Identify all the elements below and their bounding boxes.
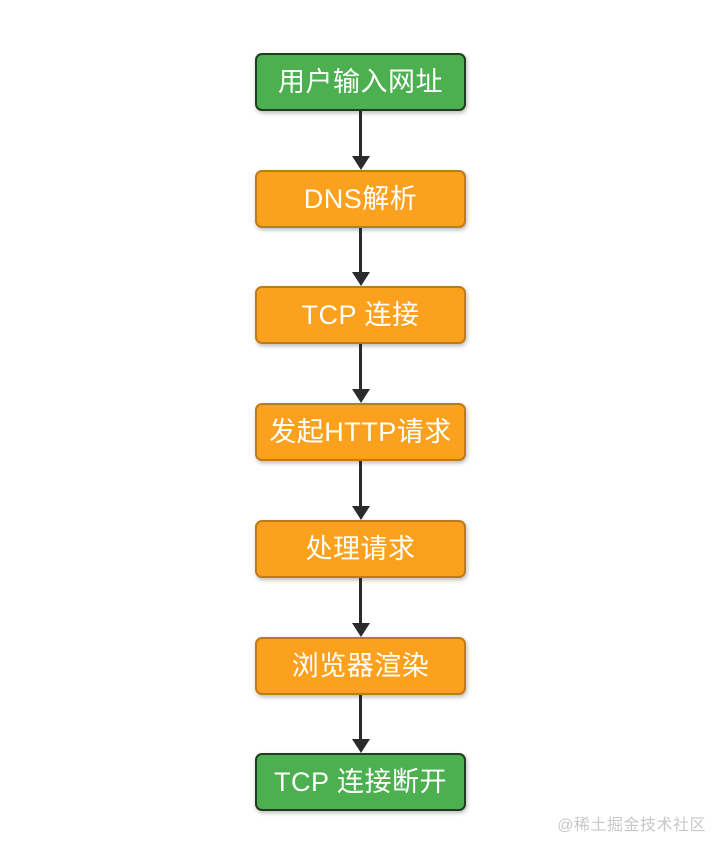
arrow-line — [359, 695, 362, 740]
flow-node-label: 发起HTTP请求 — [269, 416, 452, 447]
arrow-line — [359, 111, 362, 156]
arrow-line — [359, 578, 362, 623]
watermark: @稀土掘金技术社区 — [557, 817, 706, 834]
arrow-head-icon — [351, 506, 370, 520]
flow-node-label: DNS解析 — [303, 183, 418, 214]
flow-node-browser-render: 浏览器渲染 — [255, 637, 466, 695]
flow-node-tcp-disconnect: TCP 连接断开 — [255, 753, 466, 811]
arrow-line — [359, 228, 362, 273]
flow-node-dns-resolution: DNS解析 — [255, 170, 466, 228]
arrow-line — [359, 461, 362, 506]
flow-node-label: 用户输入网址 — [278, 66, 443, 97]
flow-node-send-http-request: 发起HTTP请求 — [255, 403, 466, 461]
arrow-head-icon — [351, 739, 370, 753]
flow-node-label: TCP 连接 — [301, 299, 420, 330]
flow-node-tcp-connect: TCP 连接 — [255, 286, 466, 344]
flow-node-user-input-url: 用户输入网址 — [255, 53, 466, 111]
flow-node-label: 浏览器渲染 — [291, 650, 430, 681]
arrow-head-icon — [351, 389, 370, 403]
arrow-line — [359, 344, 362, 389]
arrow-head-icon — [351, 623, 370, 637]
flow-node-label: TCP 连接断开 — [273, 766, 447, 797]
flow-node-label: 处理请求 — [305, 533, 416, 564]
arrow-head-icon — [351, 156, 370, 170]
flow-node-handle-request: 处理请求 — [255, 520, 466, 578]
arrow-head-icon — [351, 272, 370, 286]
